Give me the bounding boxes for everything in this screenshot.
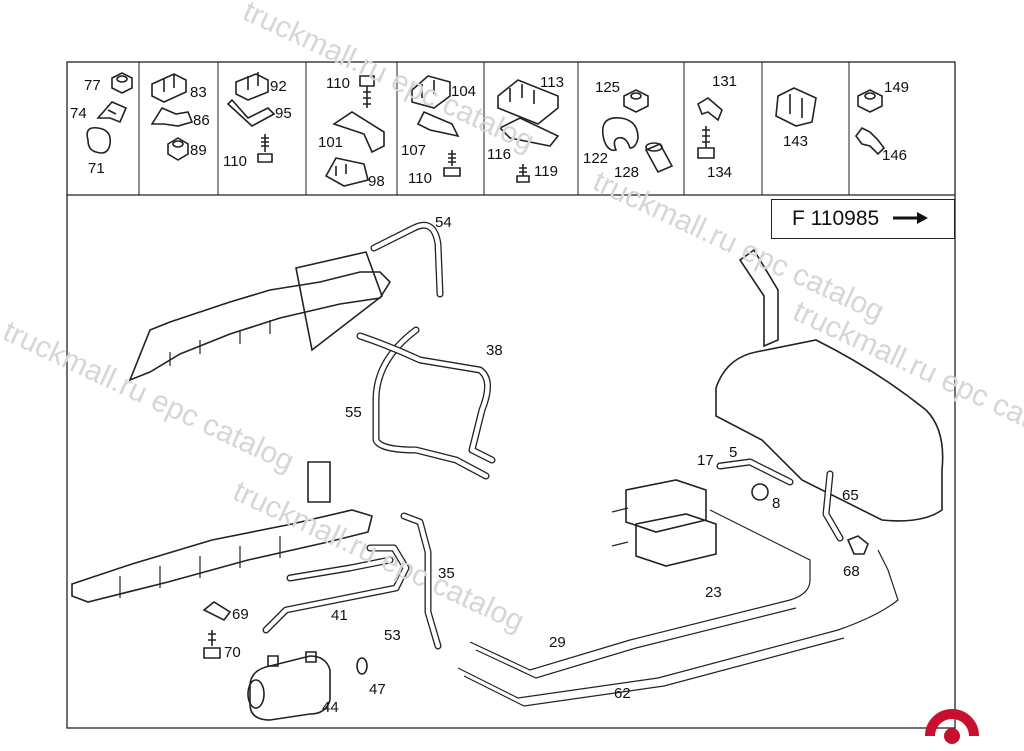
- right-arrow-icon: [893, 207, 929, 231]
- callout-41: 41: [331, 607, 348, 624]
- callout-35: 35: [438, 565, 455, 582]
- reference-code: F 110985: [792, 207, 880, 230]
- holder-block-icon: [151, 73, 187, 103]
- label-149: 149: [884, 79, 909, 96]
- label-71: 71: [88, 160, 105, 177]
- nut-icon: [111, 72, 133, 94]
- holder-block-icon: [235, 72, 269, 101]
- bracket-icon: [226, 98, 276, 127]
- holder-block-icon: [324, 157, 369, 187]
- header-cell-dividers: [138, 62, 850, 195]
- label-101: 101: [318, 134, 343, 151]
- callout-29: 29: [549, 634, 566, 651]
- callout-53: 53: [384, 627, 401, 644]
- fuel-tank: [715, 248, 944, 522]
- bracket-icon: [332, 111, 385, 154]
- flange-nut-icon: [167, 137, 189, 161]
- callout-5: 5: [729, 444, 737, 461]
- reference-code-box: F 110985: [771, 199, 955, 239]
- label-89: 89: [190, 142, 207, 159]
- screw-icon: [257, 134, 273, 163]
- callout-38: 38: [486, 342, 503, 359]
- fuel-pipes: [262, 221, 899, 707]
- bolt-icon: [359, 75, 375, 108]
- label-143: 143: [783, 133, 808, 150]
- holder-block-icon: [775, 87, 817, 127]
- flange-nut-icon: [623, 89, 649, 113]
- clamp-icon: [697, 97, 723, 122]
- callout-54: 54: [435, 214, 452, 231]
- label-110b: 110: [326, 75, 350, 92]
- label-113: 113: [540, 74, 564, 91]
- label-107: 107: [401, 142, 426, 159]
- grommet-icon: [601, 117, 639, 152]
- callout-55: 55: [345, 404, 362, 421]
- label-95: 95: [275, 105, 292, 122]
- fuel-pump: [247, 651, 331, 721]
- label-122: 122: [583, 150, 608, 167]
- label-83: 83: [190, 84, 207, 101]
- callout-17: 17: [697, 452, 714, 469]
- callout-labels: 54 38 55 17 5 8 65 68 35 23 29 62 41 53 …: [224, 214, 860, 716]
- bracket-icon: [498, 117, 560, 147]
- label-116: 116: [487, 146, 511, 163]
- engine-upper-manifold: [128, 251, 392, 382]
- callout-68: 68: [843, 563, 860, 580]
- header-part-icons: [86, 72, 886, 187]
- clamp-icon: [96, 101, 128, 124]
- callout-44: 44: [322, 699, 339, 716]
- callout-62: 62: [614, 685, 631, 702]
- callout-47: 47: [369, 681, 386, 698]
- diagram-frame: [66, 61, 956, 729]
- label-98: 98: [368, 173, 385, 190]
- sleeve-icon: [644, 142, 674, 174]
- callout-23: 23: [705, 584, 722, 601]
- label-125: 125: [595, 79, 620, 96]
- bolt-icon: [697, 126, 715, 159]
- label-77: 77: [84, 77, 101, 94]
- label-110a: 110: [223, 153, 247, 170]
- label-128: 128: [614, 164, 639, 181]
- label-131: 131: [712, 73, 737, 90]
- holder-block-icon: [497, 79, 559, 125]
- label-110c: 110: [408, 170, 432, 187]
- label-104: 104: [451, 83, 476, 100]
- callout-65: 65: [842, 487, 859, 504]
- label-86: 86: [193, 112, 210, 129]
- callout-8: 8: [772, 495, 780, 512]
- label-146: 146: [882, 147, 907, 164]
- clamp-icon: [855, 126, 886, 156]
- label-74: 74: [70, 105, 87, 122]
- label-119: 119: [534, 163, 558, 180]
- bracket-icon: [416, 110, 460, 138]
- fuel-filters: [611, 479, 717, 567]
- callout-70: 70: [224, 644, 241, 661]
- holder-block-icon: [411, 75, 451, 109]
- small-parts: [202, 483, 869, 675]
- flange-nut-icon: [857, 89, 883, 113]
- screw-icon: [443, 150, 461, 177]
- callout-69: 69: [232, 606, 249, 623]
- bracket-icon: [150, 106, 194, 127]
- label-92: 92: [270, 78, 287, 95]
- screw-icon: [516, 164, 530, 183]
- clamp-sleeve-icon: [86, 126, 112, 154]
- truckmall-logo: [860, 666, 1020, 746]
- lower-fuel-rail: [71, 461, 373, 603]
- label-134: 134: [707, 164, 732, 181]
- header-labels: 77 74 71 83 86 89 92 95 110 110 101 98 1…: [70, 73, 909, 190]
